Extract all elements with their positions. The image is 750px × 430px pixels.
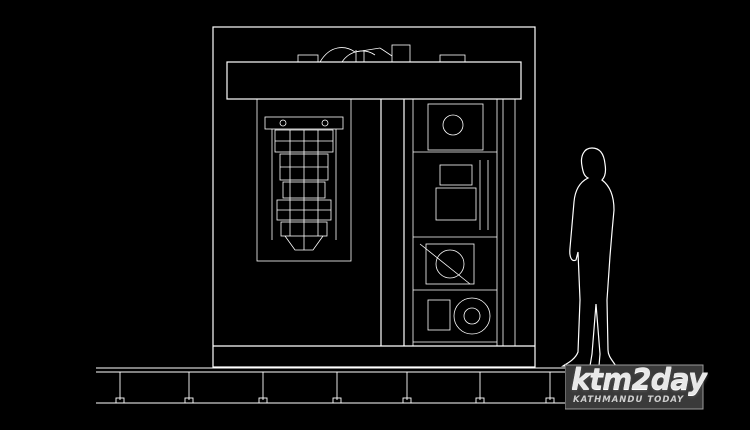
logo-tagline-text: KATHMANDU TODAY [573,395,685,405]
ktm2day-logo: ktm2day KATHMANDU TODAY [565,362,707,412]
logo-plate [565,364,704,410]
logo-brand-text: ktm2day [571,362,707,396]
floor-platform [96,367,620,404]
electronics-rack [412,99,516,346]
refrigerator-chamber [256,98,352,262]
human-silhouette [561,147,618,367]
cabinet-outline [212,26,536,368]
top-equipment [297,44,466,63]
